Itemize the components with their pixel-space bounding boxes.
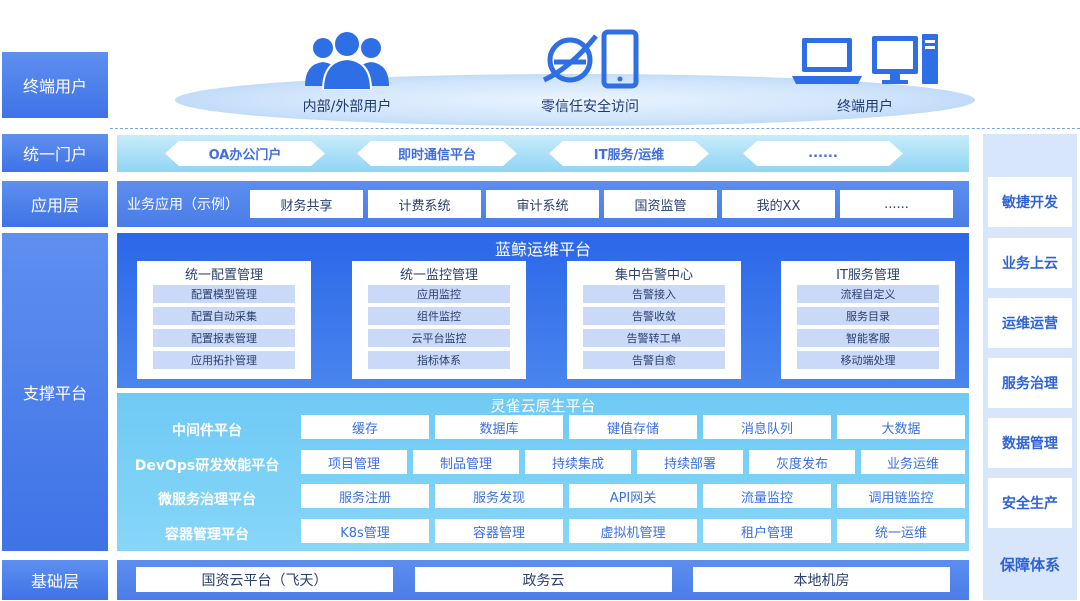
lq-row-label-microservice: 微服务治理平台 [158, 492, 256, 508]
lanjing-platform: 蓝鲸运维平台 统一配置管理 配置模型管理 配置自动采集 配置报表管理 应用拓扑管… [117, 233, 969, 388]
mgmt-item[interactable]: 配置模型管理 [153, 285, 295, 303]
users-group-icon [301, 28, 393, 90]
mgmt-item[interactable]: 告警收敛 [583, 307, 725, 325]
mgmt-item[interactable]: 配置报表管理 [153, 329, 295, 347]
portal-bar: OA办公门户 即时通信平台 IT服务/运维 ...... [117, 135, 969, 172]
lq-item[interactable]: 持续部署 [637, 450, 743, 474]
mgmt-item[interactable]: 告警自愈 [583, 351, 725, 369]
lq-row-label-devops: DevOps研发效能平台 [134, 458, 280, 474]
lq-item[interactable]: 服务注册 [301, 484, 429, 508]
lq-item[interactable]: 服务发现 [435, 484, 563, 508]
lq-item[interactable]: 项目管理 [301, 450, 407, 474]
user-item-end-user: 终端用户 [765, 28, 965, 116]
mgmt-card-title: 统一配置管理 [184, 267, 263, 283]
browser-and-phone-icon [540, 28, 640, 90]
mgmt-card-config: 统一配置管理 配置模型管理 配置自动采集 配置报表管理 应用拓扑管理 [137, 261, 311, 379]
mgmt-item[interactable]: 告警转工单 [583, 329, 725, 347]
laptop-and-desktop-icon [790, 28, 940, 90]
portal-item-im[interactable]: 即时通信平台 [357, 141, 517, 166]
mgmt-item[interactable]: 智能客服 [797, 329, 939, 347]
lingque-title: 灵雀云原生平台 [490, 397, 596, 415]
lq-item[interactable]: 业务运维 [861, 450, 965, 474]
mgmt-item[interactable]: 服务目录 [797, 307, 939, 325]
lq-item[interactable]: API网关 [569, 484, 697, 508]
lq-item[interactable]: 制品管理 [413, 450, 519, 474]
mgmt-item[interactable]: 组件监控 [368, 307, 510, 325]
lq-item[interactable]: 持续集成 [525, 450, 631, 474]
mgmt-item[interactable]: 配置自动采集 [153, 307, 295, 325]
lq-item[interactable]: 灰度发布 [749, 450, 855, 474]
lq-item[interactable]: 缓存 [301, 415, 429, 439]
app-item-audit[interactable]: 审计系统 [486, 190, 599, 218]
user-item-zero-trust: 零信任安全访问 [490, 28, 690, 116]
mgmt-item[interactable]: 应用拓扑管理 [153, 351, 295, 369]
mgmt-card-alert: 集中告警中心 告警接入 告警收敛 告警转工单 告警自愈 [567, 261, 741, 379]
mgmt-card-it-service: IT服务管理 流程自定义 服务目录 智能客服 移动端处理 [781, 261, 955, 379]
lq-item[interactable]: 流量监控 [703, 484, 831, 508]
layer-label-end-user: 终端用户 [2, 52, 108, 118]
divider-line [110, 128, 1080, 129]
mgmt-card-title: IT服务管理 [836, 267, 900, 283]
mgmt-item[interactable]: 流程自定义 [797, 285, 939, 303]
foundation-item-gov-cloud[interactable]: 政务云 [415, 567, 672, 592]
lq-row-label-middleware: 中间件平台 [172, 423, 242, 439]
foundation-item-local-idc[interactable]: 本地机房 [693, 567, 950, 592]
lanjing-title: 蓝鲸运维平台 [494, 240, 591, 259]
portal-item-oa[interactable]: OA办公门户 [165, 141, 325, 166]
app-item-sasac[interactable]: 国资监管 [604, 190, 717, 218]
lq-item[interactable]: 消息队列 [703, 415, 831, 439]
mgmt-item[interactable]: 指标体系 [368, 351, 510, 369]
app-item-billing[interactable]: 计费系统 [368, 190, 481, 218]
guarantee-item-security[interactable]: 安全生产 [988, 478, 1072, 528]
user-item-internal-external: 内部/外部用户 [247, 28, 447, 116]
foundation-bar: 国资云平台（飞天） 政务云 本地机房 [117, 560, 969, 600]
user-caption-internal-external: 内部/外部用户 [302, 99, 392, 115]
mgmt-card-title: 集中告警中心 [614, 267, 693, 283]
mgmt-item[interactable]: 移动端处理 [797, 351, 939, 369]
lq-item[interactable]: 统一运维 [837, 519, 965, 543]
app-item-finance[interactable]: 财务共享 [250, 190, 363, 218]
lq-item[interactable]: 租户管理 [703, 519, 831, 543]
layer-label-support: 支撑平台 [2, 233, 108, 551]
lq-item[interactable]: 虚拟机管理 [569, 519, 697, 543]
guarantee-title: 保障体系 [999, 556, 1060, 574]
application-bar: 业务应用（示例） 财务共享 计费系统 审计系统 国资监管 我的XX ...... [117, 181, 969, 227]
mgmt-item[interactable]: 告警接入 [583, 285, 725, 303]
lq-item[interactable]: 调用链监控 [837, 484, 965, 508]
mgmt-item[interactable]: 应用监控 [368, 285, 510, 303]
guarantee-column: 敏捷开发 业务上云 运维运营 服务治理 数据管理 安全生产 保障体系 [983, 134, 1077, 600]
app-item-my-xx[interactable]: 我的XX [722, 190, 835, 218]
lingque-platform: 灵雀云原生平台 中间件平台 缓存 数据库 键值存储 消息队列 大数据 DevOp… [117, 393, 969, 551]
lq-item[interactable]: 容器管理 [435, 519, 563, 543]
application-label: 业务应用（示例） [127, 197, 239, 213]
guarantee-item-ops[interactable]: 运维运营 [988, 298, 1072, 348]
guarantee-item-cloud[interactable]: 业务上云 [988, 238, 1072, 288]
guarantee-item-service-gov[interactable]: 服务治理 [988, 358, 1072, 408]
layer-label-foundation: 基础层 [2, 560, 108, 600]
user-caption-end-user: 终端用户 [837, 99, 893, 115]
portal-item-more[interactable]: ...... [743, 141, 903, 166]
lq-row-label-container: 容器管理平台 [165, 527, 249, 543]
foundation-item-sasac-cloud[interactable]: 国资云平台（飞天） [136, 567, 393, 592]
layer-label-portal: 统一门户 [2, 134, 108, 172]
guarantee-item-agile[interactable]: 敏捷开发 [988, 177, 1072, 227]
lq-item[interactable]: 数据库 [435, 415, 563, 439]
user-caption-zero-trust: 零信任安全访问 [541, 99, 639, 115]
lq-item[interactable]: K8s管理 [301, 519, 429, 543]
mgmt-card-monitor: 统一监控管理 应用监控 组件监控 云平台监控 指标体系 [352, 261, 526, 379]
guarantee-item-data[interactable]: 数据管理 [988, 418, 1072, 468]
layer-label-application: 应用层 [2, 181, 108, 227]
portal-item-it-service[interactable]: IT服务/运维 [549, 141, 709, 166]
mgmt-card-title: 统一监控管理 [399, 267, 478, 283]
lq-item[interactable]: 大数据 [837, 415, 965, 439]
lq-item[interactable]: 键值存储 [569, 415, 697, 439]
mgmt-item[interactable]: 云平台监控 [368, 329, 510, 347]
app-item-more[interactable]: ...... [840, 190, 953, 218]
